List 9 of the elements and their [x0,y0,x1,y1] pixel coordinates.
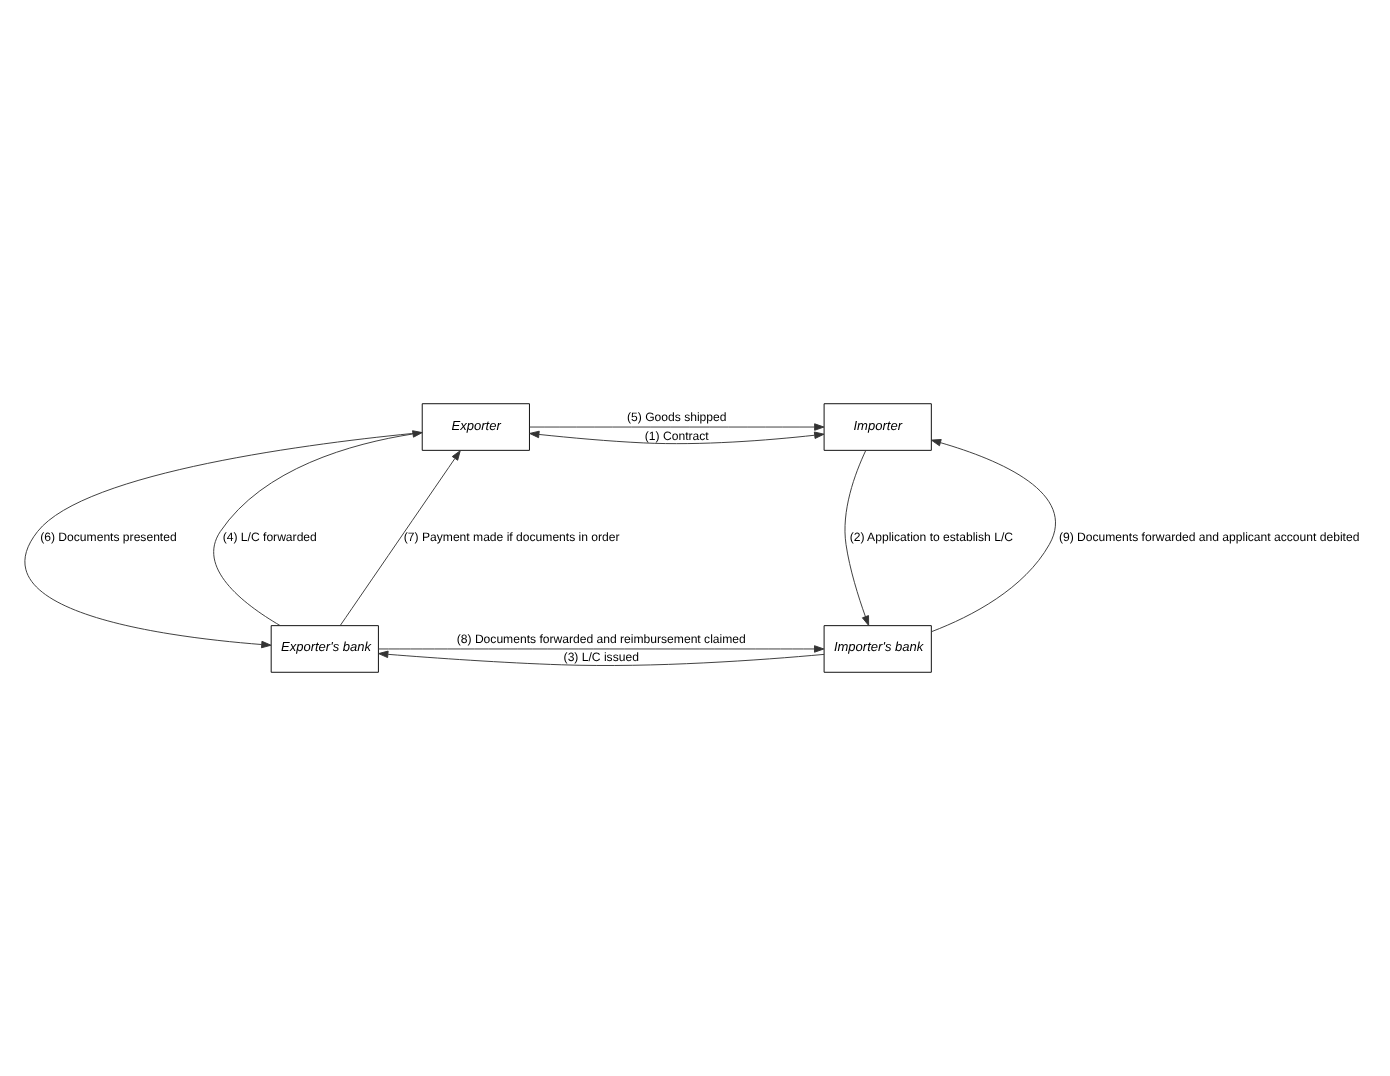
arrow [930,439,1056,633]
arrow [378,645,825,653]
arrow [24,432,423,649]
arrow [339,450,461,626]
arrow [378,650,825,666]
arrow [529,430,825,445]
arrow [213,430,423,626]
arrow [844,449,870,626]
arrow [529,423,825,431]
